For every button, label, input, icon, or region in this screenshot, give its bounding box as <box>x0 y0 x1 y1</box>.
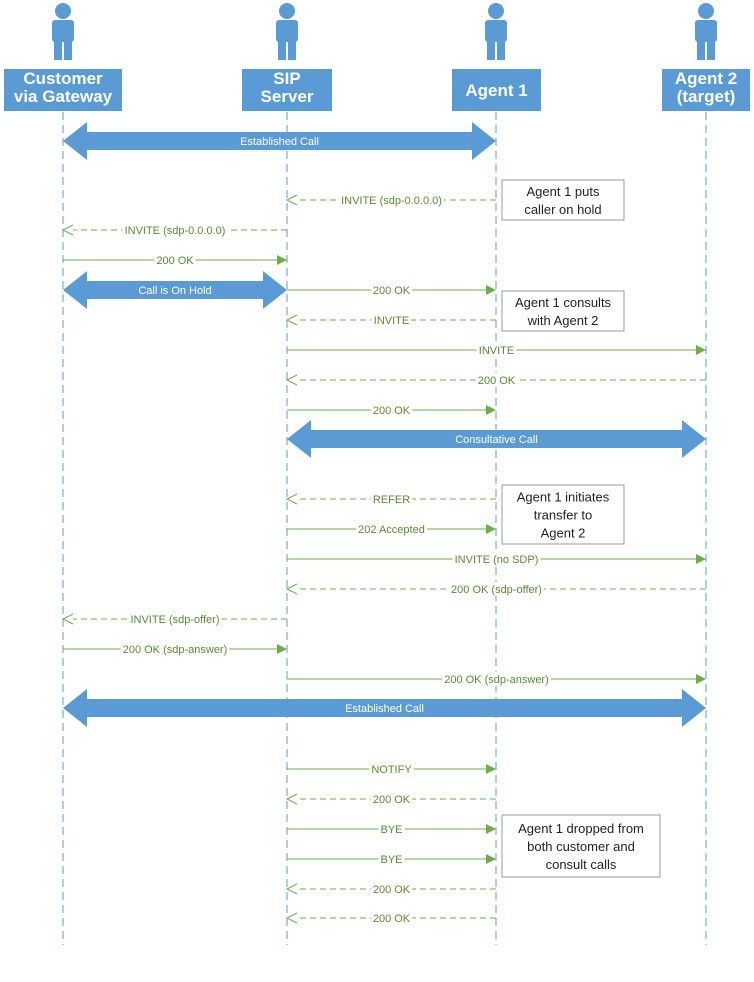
actor-label-agent2: (target) <box>677 87 736 106</box>
call-band-label: Established Call <box>240 136 319 148</box>
note-text: with Agent 2 <box>527 313 599 328</box>
note-text: Agent 2 <box>541 526 586 541</box>
message-label: 200 OK <box>373 285 411 297</box>
note-text: Agent 1 puts <box>527 184 600 199</box>
call-band <box>63 122 496 160</box>
call-band <box>287 420 706 458</box>
call-band <box>63 271 287 309</box>
message-label: INVITE <box>479 345 514 357</box>
message-arrow <box>287 403 496 417</box>
person-icon <box>276 3 298 60</box>
message-label: 200 OK <box>373 405 411 417</box>
message-arrow <box>287 762 496 776</box>
note-text: transfer to <box>534 508 593 523</box>
message-label: NOTIFY <box>371 764 412 776</box>
message-label: 200 OK <box>478 375 516 387</box>
note-text: Agent 1 initiates <box>517 490 610 505</box>
message-arrow <box>61 223 287 237</box>
message-label: 200 OK <box>156 255 194 267</box>
message-label: REFER <box>373 494 410 506</box>
message-arrow <box>285 582 706 596</box>
note-text: consult calls <box>546 857 617 872</box>
message-arrow <box>285 882 496 896</box>
message-label: INVITE <box>374 315 409 327</box>
message-arrow <box>285 373 706 387</box>
message-arrow <box>287 343 706 357</box>
person-icon <box>695 3 717 60</box>
note-text: both customer and <box>527 839 635 854</box>
note-box <box>501 484 625 545</box>
message-label: INVITE (sdp-offer) <box>130 614 219 626</box>
message-arrow <box>287 552 706 566</box>
note-box <box>501 179 625 221</box>
message-label: 200 OK (sdp-offer) <box>451 584 542 596</box>
message-label: BYE <box>380 854 402 866</box>
message-arrow <box>287 672 706 686</box>
actor-label-agent1: Agent 1 <box>465 81 527 100</box>
message-arrow <box>61 612 287 626</box>
call-band-label: Established Call <box>345 703 424 715</box>
call-band-label: Call is On Hold <box>138 285 211 297</box>
actor-box-agent1 <box>452 69 541 111</box>
actor-box-sip <box>242 69 332 111</box>
message-arrow <box>287 283 496 297</box>
message-label: 202 Accepted <box>358 524 425 536</box>
actor-label-sip: SIP <box>273 69 300 88</box>
message-arrow <box>285 193 496 207</box>
message-label: 200 OK <box>373 913 411 925</box>
message-label: 200 OK (sdp-answer) <box>444 674 549 686</box>
message-label: BYE <box>380 824 402 836</box>
person-icon <box>52 3 74 60</box>
message-label: INVITE (no SDP) <box>455 554 539 566</box>
message-label: INVITE (sdp-0.0.0.0) <box>341 195 442 207</box>
message-arrow <box>285 313 496 327</box>
actor-label-agent2: Agent 2 <box>675 69 737 88</box>
note-text: Agent 1 dropped from <box>518 821 644 836</box>
note-box <box>501 290 625 332</box>
message-label: INVITE (sdp-0.0.0.0) <box>125 225 226 237</box>
actor-label-customer: via Gateway <box>14 87 113 106</box>
message-arrow <box>63 253 287 267</box>
note-text: Agent 1 consults <box>515 295 612 310</box>
message-arrow <box>287 852 496 866</box>
message-label: 200 OK (sdp-answer) <box>123 644 228 656</box>
message-arrow <box>287 522 496 536</box>
person-icon <box>485 3 507 60</box>
message-arrow <box>63 642 287 656</box>
actor-box-customer <box>4 69 122 111</box>
actor-label-customer: Customer <box>23 69 103 88</box>
message-arrow <box>285 792 496 806</box>
message-label: 200 OK <box>373 794 411 806</box>
note-text: caller on hold <box>524 202 601 217</box>
actor-label-sip: Server <box>261 87 314 106</box>
message-arrow <box>285 911 496 925</box>
message-arrow <box>285 492 496 506</box>
call-band-label: Consultative Call <box>455 434 538 446</box>
actor-box-agent2 <box>662 69 750 111</box>
note-box <box>501 814 661 878</box>
message-label: 200 OK <box>373 884 411 896</box>
call-band <box>63 689 706 727</box>
message-arrow <box>287 822 496 836</box>
